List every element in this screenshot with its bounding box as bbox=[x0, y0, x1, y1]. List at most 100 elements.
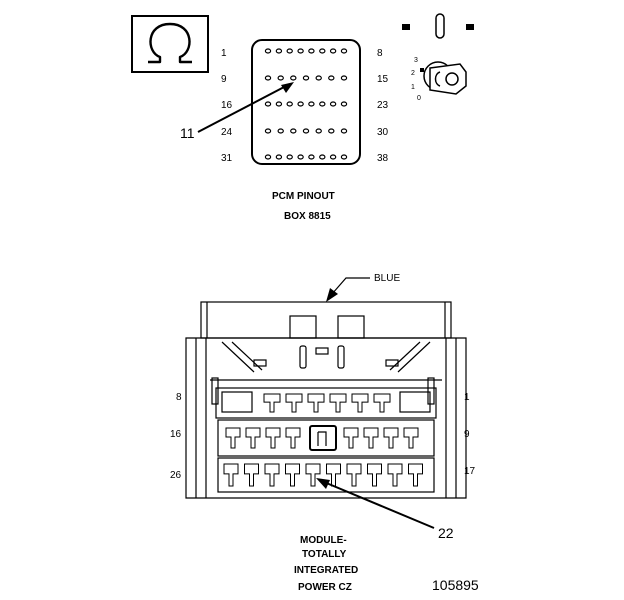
ohm-symbol-icon bbox=[131, 15, 209, 73]
pcm-pin bbox=[328, 128, 335, 134]
tipm-cavity bbox=[285, 393, 303, 413]
pcm-pin bbox=[297, 48, 304, 54]
pcm-pin-label: 30 bbox=[377, 127, 389, 138]
tipm-cavity bbox=[285, 463, 300, 487]
pcm-pin bbox=[264, 75, 272, 81]
pcm-pin bbox=[275, 154, 283, 160]
tipm-cavity bbox=[367, 463, 382, 487]
pcm-pin bbox=[286, 154, 293, 160]
wire-color-label: BLUE bbox=[374, 273, 400, 284]
module-row-labels-left: 8 16 26 bbox=[170, 392, 182, 481]
pcm-pin bbox=[286, 101, 293, 107]
module-row-label: 17 bbox=[464, 466, 476, 477]
pcm-pin bbox=[340, 48, 348, 54]
pcm-pin-label: 31 bbox=[221, 153, 233, 164]
pcm-pin bbox=[302, 128, 310, 134]
pcm-pin bbox=[319, 48, 326, 54]
pcm-pin bbox=[275, 101, 283, 107]
tipm-cavity bbox=[285, 427, 301, 449]
tipm-cavity bbox=[245, 427, 261, 449]
module-caption-line: INTEGRATED bbox=[294, 565, 358, 576]
pcm-pin bbox=[277, 128, 284, 134]
pcm-pin-label: 16 bbox=[221, 100, 233, 111]
callout-22: 22 bbox=[316, 478, 454, 541]
tipm-cavity bbox=[264, 463, 280, 487]
key-position-label: 2 bbox=[411, 70, 415, 77]
tipm-cavity bbox=[225, 427, 241, 449]
module-row-label: 1 bbox=[464, 392, 470, 403]
pcm-pin bbox=[315, 75, 322, 81]
module-row-label: 8 bbox=[176, 392, 182, 403]
pcm-pin-label: 38 bbox=[377, 153, 389, 164]
module-row-label: 16 bbox=[170, 429, 182, 440]
key-position-label: 1 bbox=[411, 84, 415, 91]
module-caption-line: MODULE- bbox=[300, 535, 347, 546]
pcm-pin bbox=[297, 101, 304, 107]
pcm-pin bbox=[264, 128, 272, 134]
pcm-pin bbox=[297, 154, 304, 160]
pcm-pin bbox=[340, 101, 348, 107]
pcm-pin bbox=[340, 128, 348, 134]
tipm-cavity bbox=[373, 393, 391, 413]
pcm-pin bbox=[329, 101, 337, 107]
pcm-pin bbox=[329, 154, 337, 160]
pcm-pin bbox=[290, 128, 297, 134]
tipm-cavity bbox=[351, 393, 369, 413]
pcm-pin-label: 9 bbox=[221, 74, 227, 85]
tipm-cavity bbox=[343, 427, 359, 449]
pcm-pin bbox=[275, 48, 283, 54]
tipm-cavity bbox=[244, 463, 259, 487]
ignition-key-icon: 3 2 1 0 bbox=[402, 13, 474, 102]
pcm-pin bbox=[328, 75, 335, 81]
pcm-pin bbox=[302, 75, 310, 81]
callout-number: 22 bbox=[438, 525, 454, 541]
pcm-pin bbox=[319, 154, 326, 160]
module-caption-line: POWER CZ bbox=[298, 582, 352, 593]
pcm-pin-label: 24 bbox=[221, 127, 233, 138]
pcm-pin bbox=[264, 101, 272, 107]
pcm-pin-label: 1 bbox=[221, 48, 227, 59]
tipm-cavity bbox=[263, 393, 281, 413]
module-row-label: 26 bbox=[170, 470, 182, 481]
pcm-pin bbox=[286, 48, 293, 54]
pcm-pin bbox=[340, 75, 348, 81]
pcm-pin bbox=[264, 48, 272, 54]
callout-11: 11 bbox=[180, 82, 294, 141]
wire-color-callout: BLUE bbox=[326, 273, 400, 302]
module-row-labels-right: 1 9 17 bbox=[464, 392, 476, 477]
tipm-cavity bbox=[363, 427, 379, 449]
callout-number: 11 bbox=[180, 125, 195, 141]
key-position-label: 0 bbox=[417, 95, 421, 102]
pcm-pin bbox=[264, 154, 272, 160]
tipm-cavity bbox=[403, 427, 419, 449]
pcm-pin bbox=[308, 101, 315, 107]
tipm-cavity bbox=[305, 463, 321, 487]
tipm-cavity-grid bbox=[223, 393, 423, 487]
tipm-cavity bbox=[383, 427, 399, 449]
pcm-connector bbox=[251, 39, 361, 165]
tipm-cavity bbox=[408, 463, 423, 487]
pcm-pin-labels-right: 8 15 23 30 38 bbox=[377, 48, 389, 164]
pcm-caption-subtitle: BOX 8815 bbox=[284, 211, 331, 222]
module-caption: MODULE- TOTALLY INTEGRATED POWER CZ bbox=[294, 535, 358, 593]
tipm-cavity bbox=[223, 463, 239, 487]
pcm-pin bbox=[340, 154, 348, 160]
pcm-pin-label: 15 bbox=[377, 74, 389, 85]
key-position-label: 3 bbox=[414, 57, 418, 64]
figure-number: 105895 bbox=[432, 577, 479, 593]
pcm-pin bbox=[290, 75, 297, 81]
pcm-pin-grid bbox=[264, 48, 348, 160]
module-row-label: 9 bbox=[464, 429, 470, 440]
pcm-pin bbox=[329, 48, 337, 54]
tipm-cavity bbox=[265, 427, 281, 449]
pcm-pin bbox=[319, 101, 326, 107]
pcm-caption-title: PCM PINOUT bbox=[272, 191, 335, 202]
tipm-cavity bbox=[387, 463, 403, 487]
pcm-pin-label: 23 bbox=[377, 100, 389, 111]
tipm-cavity bbox=[307, 393, 325, 413]
tipm-cavity bbox=[329, 393, 347, 413]
pcm-pin-labels-left: 1 9 16 24 31 bbox=[221, 48, 233, 164]
tipm-connector bbox=[185, 301, 467, 499]
pcm-pin bbox=[277, 75, 284, 81]
